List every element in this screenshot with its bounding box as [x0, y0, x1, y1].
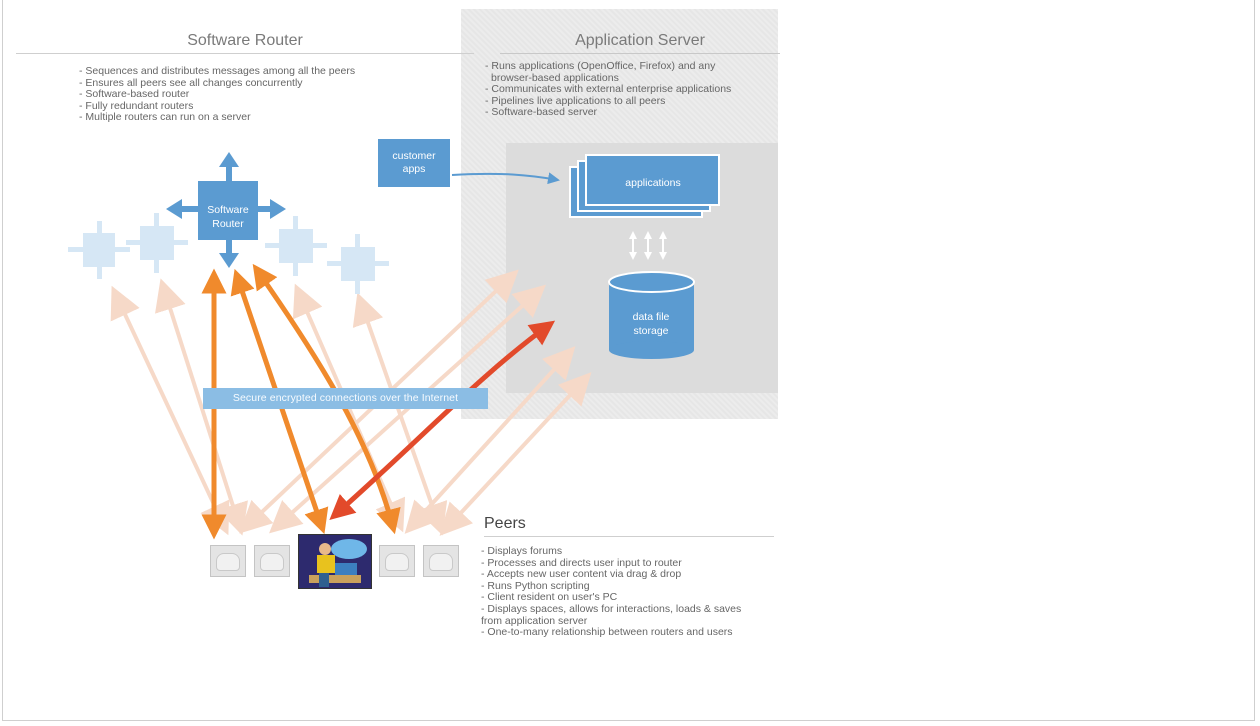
applications-label: applications: [625, 177, 680, 189]
server-connection-arrow: [329, 320, 556, 520]
software-router-node: [166, 152, 286, 268]
applications-stack: [569, 154, 720, 218]
software-router-box: [198, 181, 258, 240]
peers-bullet: - Runs Python scripting: [481, 579, 590, 592]
left-arrow-icon: [166, 199, 182, 219]
peer-icon: [379, 545, 415, 577]
secure-connections-banner: Secure encrypted connections over the In…: [203, 388, 488, 409]
peers-bullet: - Displays forums: [481, 545, 563, 557]
application-server-bullets: - Runs applications (OpenOffice, Firefox…: [485, 60, 775, 119]
peers-bullet: from application server: [481, 614, 588, 627]
software-router-bullet: - Sequences and distributes messages amo…: [79, 65, 356, 77]
software-router-bullet: - Fully redundant routers: [79, 99, 194, 112]
peer-icon: [254, 545, 290, 577]
right-arrow-icon: [270, 199, 286, 219]
peers-bullet: - Processes and directs user input to ro…: [481, 556, 682, 569]
customer-apps-label: customer apps: [392, 150, 436, 175]
faded-connection-arrow: [110, 285, 230, 536]
peer-icon: [423, 545, 459, 577]
peers-bullets: - Displays forums - Processes and direct…: [481, 545, 781, 639]
peers-bullet: - One-to-many relationship between route…: [481, 626, 733, 639]
application-server-bullet: - Communicates with external enterprise …: [485, 83, 732, 96]
storage-label: storage: [633, 325, 668, 337]
software-router-title: Software Router: [16, 32, 474, 54]
software-router-label: Software: [207, 204, 249, 216]
software-router-label: Router: [212, 218, 244, 230]
peers-bullet: - Displays spaces, allows for interactio…: [481, 602, 742, 615]
active-peer-icon: [298, 534, 372, 589]
customer-to-applications-arrow: [451, 172, 560, 185]
data-storage-cylinder: [608, 271, 695, 359]
faded-router-node: [68, 221, 130, 279]
application-server-title: Application Server: [500, 32, 780, 54]
application-server-bullet: - Software-based server: [485, 106, 598, 119]
peers-bullet: - Accepts new user content via drag & dr…: [481, 568, 682, 581]
up-arrow-icon: [219, 152, 239, 167]
customer-apps-box: customer apps: [378, 139, 450, 187]
peers-bullet: - Client resident on user's PC: [481, 591, 618, 604]
applications-box: [585, 154, 720, 206]
faded-router-node: [265, 216, 327, 276]
sync-arrows: [629, 231, 667, 260]
software-router-bullet: - Ensures all peers see all changes conc…: [79, 76, 303, 89]
faded-router-node: [327, 234, 389, 294]
secure-connections-label: Secure encrypted connections over the In…: [232, 392, 459, 404]
down-arrow-icon: [219, 253, 239, 268]
software-router-bullet: - Software-based router: [79, 88, 190, 101]
peer-icon: [210, 545, 246, 577]
application-server-bullet: - Pipelines live applications to all pee…: [485, 94, 666, 107]
faded-router-node: [126, 213, 188, 273]
software-router-bullet: - Multiple routers can run on a server: [79, 111, 251, 124]
storage-label: data file: [633, 311, 670, 323]
software-router-bullets: - Sequences and distributes messages amo…: [79, 65, 409, 124]
application-server-bullet: - Runs applications (OpenOffice, Firefox…: [485, 60, 716, 72]
application-server-bullet: browser-based applications: [491, 71, 619, 84]
faded-connection-arrow: [404, 346, 576, 534]
